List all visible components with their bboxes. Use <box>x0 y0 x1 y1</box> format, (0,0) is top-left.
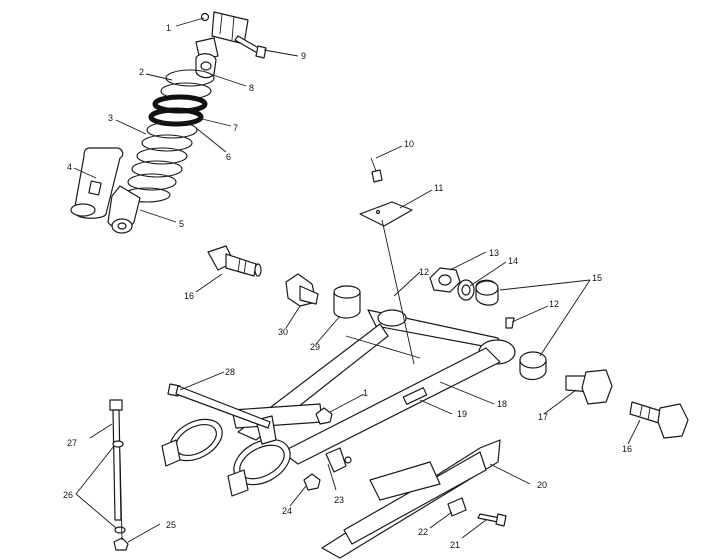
nut-1-lower <box>315 407 333 425</box>
callout-28: 28 <box>225 367 235 377</box>
callout-24: 24 <box>282 506 292 516</box>
callout-25: 25 <box>166 520 176 530</box>
callout-8: 8 <box>249 83 254 93</box>
nut-25 <box>113 537 129 551</box>
callout-22: 22 <box>418 527 428 537</box>
nut-24 <box>303 473 321 491</box>
callout-19: 19 <box>457 409 467 419</box>
leader-lines <box>73 17 641 543</box>
callout-7: 7 <box>233 123 238 133</box>
shock-bolt-9 <box>234 35 267 59</box>
callout-2: 2 <box>139 67 144 77</box>
washer-14 <box>457 279 475 301</box>
bolt-17 <box>565 369 613 405</box>
callout-12-upper: 12 <box>419 267 429 277</box>
shock-mount-bracket <box>195 11 249 61</box>
bushing-15-right-top <box>475 279 499 306</box>
callout-15: 15 <box>592 273 602 283</box>
callout-9: 9 <box>301 51 306 61</box>
callout-26: 26 <box>63 490 73 500</box>
bolt-21 <box>477 513 507 527</box>
callout-1-lower: 1 <box>363 388 368 398</box>
callout-13: 13 <box>489 248 499 258</box>
callout-18: 18 <box>497 399 507 409</box>
callout-4: 4 <box>67 162 72 172</box>
washer-26-lower <box>114 526 126 534</box>
callout-5: 5 <box>179 219 184 229</box>
callout-23: 23 <box>334 495 344 505</box>
bushing-30 <box>285 273 319 307</box>
callout-11: 11 <box>434 183 443 193</box>
callout-29: 29 <box>310 342 320 352</box>
callout-21: 21 <box>450 540 460 550</box>
callout-14: 14 <box>508 256 518 266</box>
grease-fitting-12 <box>505 317 515 329</box>
callout-20: 20 <box>537 480 547 490</box>
bracket-23 <box>325 447 352 473</box>
shock-top-eye <box>195 53 217 79</box>
callout-27: 27 <box>67 438 77 448</box>
spacer-22 <box>447 497 467 517</box>
callout-16-right: 16 <box>622 444 632 454</box>
callout-10: 10 <box>404 139 414 149</box>
bushing-15-right-bottom <box>519 351 547 381</box>
shock-body <box>107 185 141 234</box>
callout-1-top: 1 <box>166 23 171 33</box>
washer-26-upper <box>112 440 124 448</box>
nut-13 <box>429 267 461 293</box>
slide-rail-20 <box>321 439 501 559</box>
callout-6: 6 <box>226 152 231 162</box>
callout-16-left: 16 <box>184 291 194 301</box>
callout-12-lower: 12 <box>549 299 559 309</box>
callout-17: 17 <box>538 412 548 422</box>
bolt-28 <box>167 383 271 429</box>
shock-spring <box>123 69 215 203</box>
bolt-27 <box>109 399 123 521</box>
screw-10 <box>370 157 383 183</box>
pivot-bolt-16-left <box>207 245 262 277</box>
bushing-29 <box>333 285 361 319</box>
pivot-bolt-16-right <box>629 401 689 439</box>
callout-30: 30 <box>278 327 288 337</box>
callout-3: 3 <box>108 113 113 123</box>
shock-reservoir <box>70 147 124 219</box>
callout-labels: 1 9 2 8 7 3 6 4 5 10 11 16 13 14 12 15 3… <box>63 23 632 550</box>
swingarm-frame-18 <box>231 309 516 465</box>
clamp-bracket-right <box>227 415 291 497</box>
clamp-bracket-left <box>161 418 223 467</box>
plate-11 <box>359 201 413 227</box>
